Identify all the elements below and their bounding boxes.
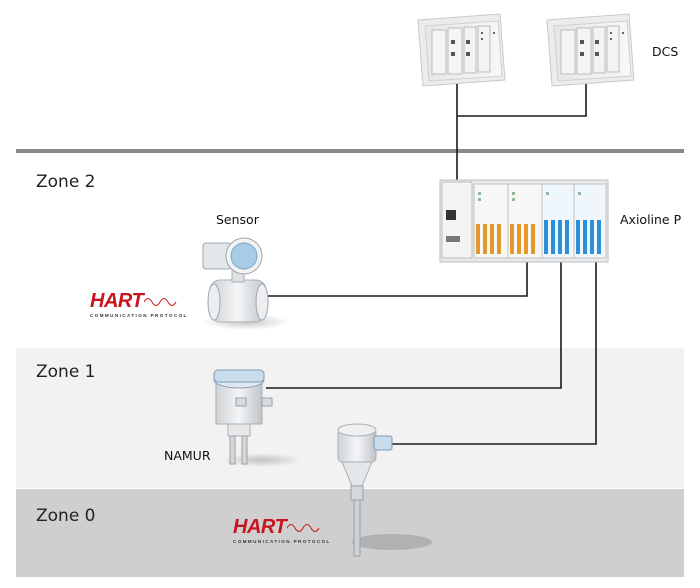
axioline-p-station <box>439 179 609 263</box>
dcs-label: DCS <box>652 44 679 59</box>
zone-2-label: Zone 2 <box>36 172 96 192</box>
dcs-cabinet-left <box>417 13 506 87</box>
wire-dcs-right <box>457 78 587 117</box>
wire-namur <box>266 262 562 389</box>
sensor-device <box>202 237 290 330</box>
hart-logo-zone-0: HART COMMUNICATION PROTOCOL <box>233 516 331 544</box>
hart-logo-word: HART <box>90 290 144 312</box>
hart-wave-icon <box>144 297 177 306</box>
hart-wave-icon <box>287 523 320 532</box>
wiring <box>266 78 597 445</box>
zone-0-area <box>16 489 684 577</box>
hart-logo-tagline: COMMUNICATION PROTOCOL <box>90 313 188 318</box>
temperature-sensor-device <box>337 423 432 557</box>
zone-divider <box>16 149 684 153</box>
wire-temp-sensor <box>392 262 597 445</box>
hart-logo-word: HART <box>233 516 287 538</box>
zone-1-label: Zone 1 <box>36 362 96 382</box>
axioline-label: Axioline P <box>620 212 682 227</box>
wire-sensor <box>266 262 528 297</box>
dcs-cabinet-right <box>546 13 635 87</box>
hart-logo-tagline: COMMUNICATION PROTOCOL <box>233 539 331 544</box>
hart-logo-zone-2: HART COMMUNICATION PROTOCOL <box>90 290 188 318</box>
sensor-label: Sensor <box>216 212 259 227</box>
namur-label: NAMUR <box>164 448 211 463</box>
zone-0-label: Zone 0 <box>36 506 96 526</box>
namur-device <box>213 369 302 467</box>
